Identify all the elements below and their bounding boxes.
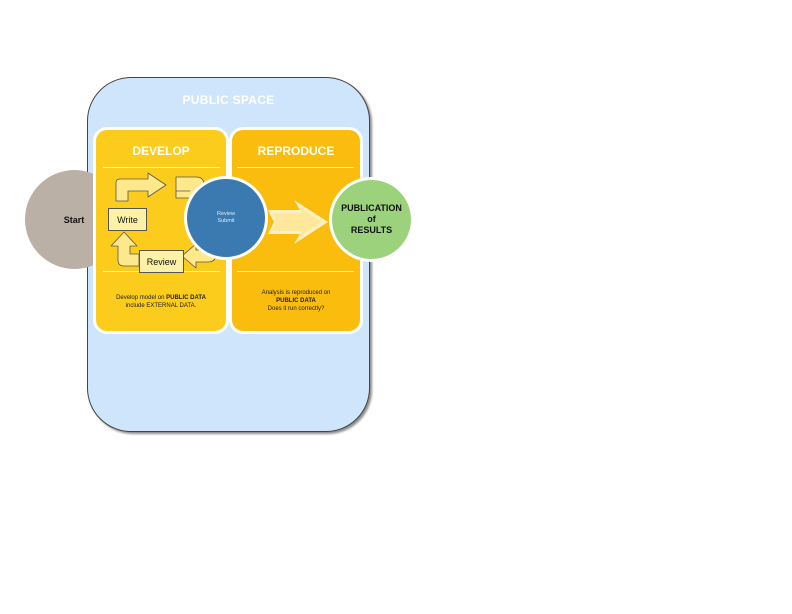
develop-caption-bold: PUBLIC DATA [166,295,206,301]
cycle-arrow-top-left [115,172,167,202]
cycle-arrow-bottom-left [110,231,140,267]
develop-caption-prefix: Develop model on [116,295,167,301]
reproduce-caption-line3: Does it run correctly? [267,306,325,312]
reproduce-caption-line1: Analysis is reproduced on [261,290,331,296]
develop-title: DEVELOP [132,144,190,158]
review-to-publication-arrow [268,200,328,244]
reproduce-caption: Analysis is reproduced on PUBLIC DATA Do… [233,289,359,313]
start-label: Start [63,214,85,225]
reproduce-title: REPRODUCE [257,144,335,158]
publication-results-label: PUBLICATION of RESULTS [341,203,402,236]
review-submit-line2: Submit [217,218,235,224]
review-submit-node[interactable]: Review Submit [184,176,268,260]
develop-caption: Develop model on PUBLIC DATA include EXT… [97,294,225,310]
develop-caption-line2: include EXTERNAL DATA. [125,303,197,309]
review-step[interactable]: Review [139,250,184,273]
reproduce-divider-top [237,167,354,168]
results-line2: of [367,214,376,224]
public-space-title: PUBLIC SPACE [182,93,275,107]
write-step[interactable]: Write [108,208,147,231]
publication-results-node[interactable]: PUBLICATION of RESULTS [329,177,414,262]
review-submit-line1: Review [216,211,236,217]
reproduce-divider-bottom [237,271,354,272]
results-line3: RESULTS [350,225,393,235]
results-line1: PUBLICATION [341,203,402,213]
reproduce-caption-line2: PUBLIC DATA [276,298,316,304]
review-submit-label: Review Submit [217,211,235,225]
develop-divider-top [103,167,220,168]
